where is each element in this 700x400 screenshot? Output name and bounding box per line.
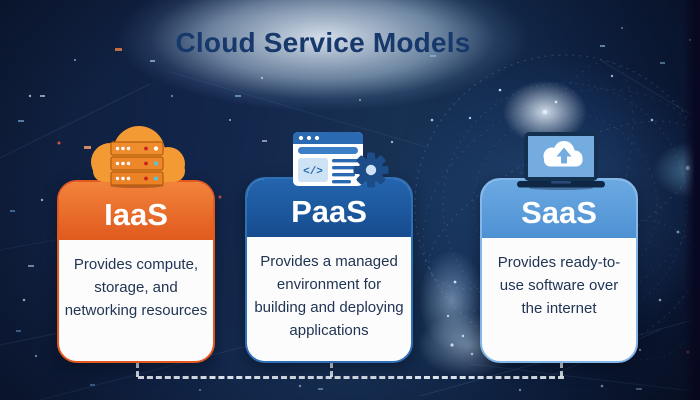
card-iaas-header: IaaS [59,182,213,240]
card-iaas: IaaS Provides compute, storage, and netw… [57,180,215,363]
card-paas-title: PaaS [291,194,367,229]
connector-stub-paas [330,362,333,377]
connector-line-horizontal [138,376,564,379]
code-brackets-glyph: </> [303,166,323,178]
connector-stub-iaas [136,362,139,377]
laptop-cloud-upload-icon [517,132,605,190]
card-paas: PaaS Provides a managed environment for … [245,177,413,363]
card-saas-title: SaaS [521,195,597,230]
browser-code-gear-icon: </> [293,132,389,188]
connector-stub-saas [560,362,563,377]
card-saas: SaaS Provides ready-to- use software ove… [480,178,638,363]
cloud-servers-icon [91,126,185,188]
card-iaas-title: IaaS [104,197,168,232]
card-paas-description: Provides a managed environment for build… [254,253,404,339]
page-title: Cloud Service Models [175,27,471,58]
card-iaas-description: Provides compute, storage, and networkin… [64,256,208,319]
gear-icon [353,152,389,188]
card-saas-description: Provides ready-to- use software over the… [497,254,621,317]
background-edge-band [683,0,700,400]
